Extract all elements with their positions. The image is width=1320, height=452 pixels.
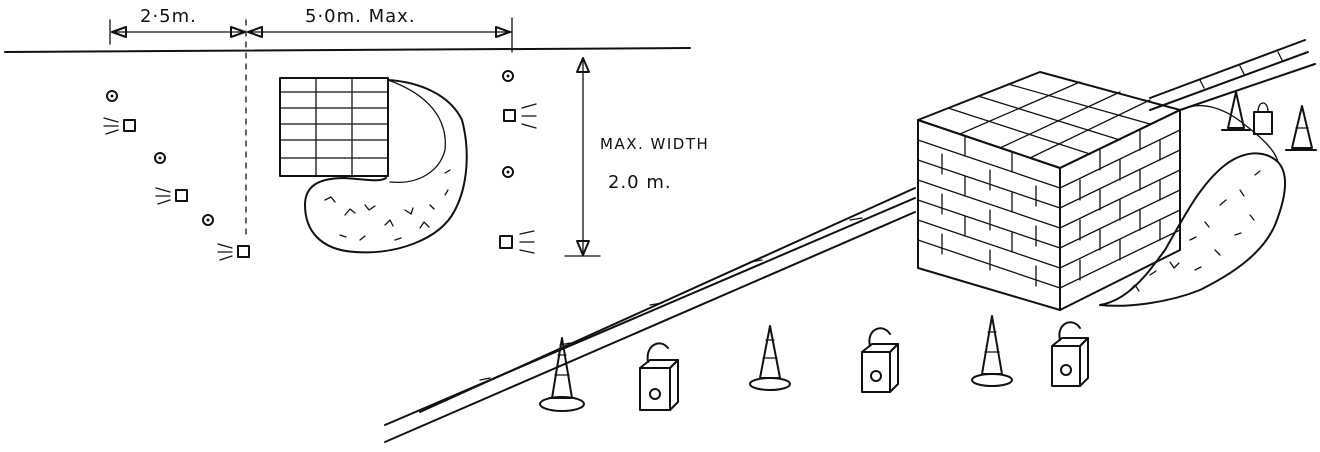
plan-view (4, 17, 691, 261)
lamp-1 (639, 342, 679, 411)
brick-stack-plan (279, 77, 389, 177)
cone-2 (749, 325, 791, 391)
far-cone-lamp-group (1221, 91, 1317, 151)
cone-icon (502, 70, 514, 82)
lamp-3 (1051, 321, 1089, 387)
cone-icon (154, 152, 166, 164)
perspective-view (384, 39, 1317, 443)
brick-stack-3d (917, 71, 1181, 311)
lamp-icon (237, 245, 250, 258)
lamp-icon (123, 119, 136, 132)
lamp-icon (503, 109, 516, 122)
dimension-arrow-5-0m (247, 17, 513, 53)
kerb-perspective (384, 39, 1316, 443)
lamp-icon (175, 189, 188, 202)
rubble-pile-plan (304, 79, 468, 254)
rubble-texture-3d (1129, 170, 1261, 292)
dimension-label-2-5m: 2·5m. (140, 6, 197, 27)
cone-icon (1227, 91, 1245, 129)
dimension-label-5-0m-max: 5·0m. Max. (305, 6, 416, 27)
cone-icon (106, 90, 118, 102)
plan-side-markers (499, 70, 537, 254)
lamp-2 (861, 327, 899, 393)
plan-taper-markers (103, 90, 250, 261)
rubble-pile-3d (1099, 152, 1286, 307)
lamp-icon (1253, 111, 1273, 135)
cone-icon (202, 214, 214, 226)
lamp-icon (499, 235, 513, 249)
width-value-label: 2.0 m. (608, 172, 672, 193)
max-width-label: MAX. WIDTH (600, 135, 710, 153)
cone-1 (539, 337, 585, 412)
cone-3 (971, 315, 1013, 387)
cone-icon (1291, 105, 1313, 149)
cone-icon (502, 166, 514, 178)
max-width-arrow (564, 57, 601, 257)
rubble-texture (324, 169, 451, 241)
kerb-line (4, 47, 691, 53)
dimension-arrow-2-5m (109, 19, 246, 45)
